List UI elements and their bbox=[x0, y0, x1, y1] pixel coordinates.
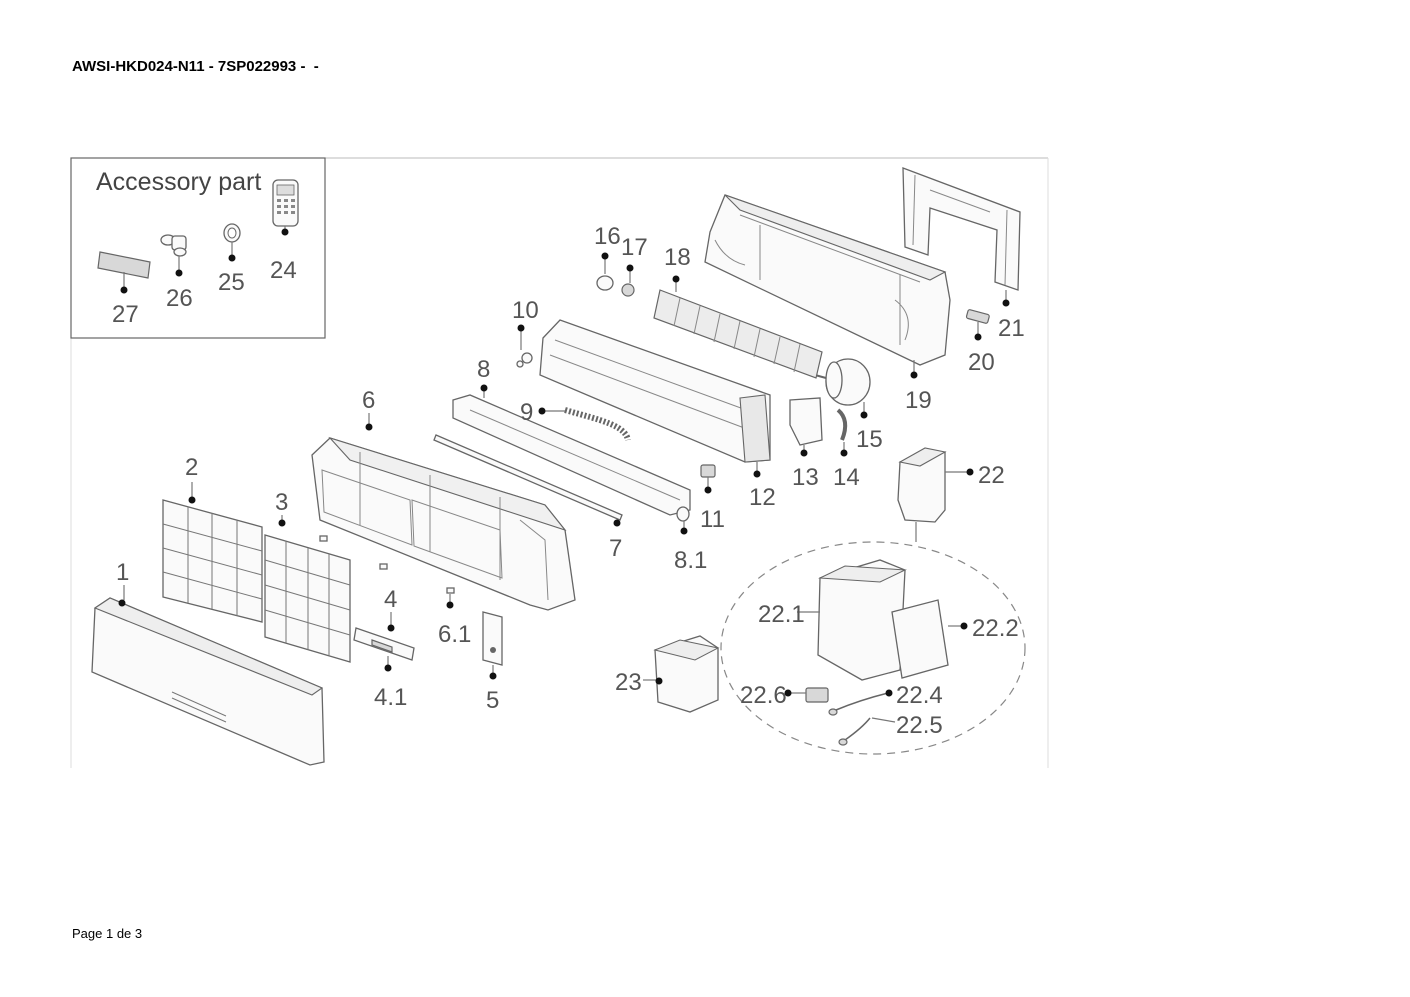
callout-2: 2 bbox=[185, 454, 198, 481]
callout-22-1: 22.1 bbox=[758, 601, 805, 628]
part-3-air-filter-right bbox=[264, 534, 351, 663]
callout-20: 20 bbox=[968, 349, 995, 376]
part-22-electric-box bbox=[897, 447, 947, 523]
callout-25: 25 bbox=[218, 269, 245, 296]
part-15-fan-motor bbox=[814, 358, 871, 406]
document-title: AWSI-HKD024-N11 - 7SP022993 - - bbox=[72, 58, 319, 75]
part-8-drain-pan bbox=[452, 394, 691, 516]
callout-6-1: 6.1 bbox=[438, 621, 471, 648]
callout-3: 3 bbox=[275, 489, 288, 516]
part-10-fitting bbox=[516, 352, 533, 368]
callout-17: 17 bbox=[621, 234, 648, 261]
accessory-part-title: Accessory part bbox=[96, 168, 261, 196]
callout-22: 22 bbox=[978, 462, 1005, 489]
callout-16: 16 bbox=[594, 223, 621, 250]
callout-14: 14 bbox=[833, 464, 860, 491]
callout-22-6: 22.6 bbox=[740, 682, 787, 709]
part-6-front-frame bbox=[311, 436, 576, 611]
part-22-4-22-5-sensors bbox=[828, 692, 889, 746]
part-2-air-filter-left bbox=[162, 499, 263, 623]
part-22-2-insulation-sheet bbox=[891, 599, 949, 679]
callout-9: 9 bbox=[520, 399, 533, 426]
callout-18: 18 bbox=[664, 244, 691, 271]
callout-11: 11 bbox=[700, 506, 725, 533]
callout-8-1: 8.1 bbox=[674, 547, 707, 574]
part-22-6-terminal-block bbox=[805, 687, 829, 703]
accessory-part-box: Accessory part 27 26 25 bbox=[70, 157, 326, 339]
detail-callout-ellipse bbox=[720, 541, 1026, 755]
part-17-bearing bbox=[621, 283, 635, 297]
callout-19: 19 bbox=[905, 387, 932, 414]
part-19-base-chassis bbox=[704, 194, 951, 366]
callout-12: 12 bbox=[749, 484, 776, 511]
callout-15: 15 bbox=[856, 426, 883, 453]
part-13-motor-bracket bbox=[789, 397, 823, 446]
callout-22-5: 22.5 bbox=[896, 712, 943, 739]
page-number: Page 1 de 3 bbox=[72, 926, 143, 941]
part-8-1-drain-plug bbox=[676, 506, 690, 522]
part-4-display-board bbox=[353, 627, 415, 661]
part-1-front-panel bbox=[91, 597, 325, 766]
callout-23: 23 bbox=[615, 669, 642, 696]
callout-22-2: 22.2 bbox=[972, 615, 1019, 642]
small-clips bbox=[319, 535, 455, 594]
callout-22-4: 22.4 bbox=[896, 682, 943, 709]
part-14-clamp bbox=[836, 408, 848, 441]
part-11-clip bbox=[700, 464, 716, 478]
part-26-drain-connector bbox=[160, 234, 187, 257]
part-7-bottom-bar bbox=[433, 434, 623, 521]
part-18-cross-flow-fan bbox=[653, 289, 823, 379]
callout-1: 1 bbox=[116, 559, 129, 586]
callout-4: 4 bbox=[384, 586, 397, 613]
part-5-label-card bbox=[482, 611, 503, 666]
part-23-electric-box-cover bbox=[653, 635, 720, 713]
part-24-remote-control bbox=[272, 179, 299, 227]
part-25-ring bbox=[223, 223, 241, 243]
part-12-evaporator bbox=[539, 319, 771, 463]
callout-8: 8 bbox=[477, 356, 490, 383]
part-16-bearing-holder bbox=[596, 275, 614, 291]
part-22-1-box-cover bbox=[817, 559, 907, 681]
callout-13: 13 bbox=[792, 464, 819, 491]
part-9-drain-hose bbox=[564, 407, 631, 442]
callout-26: 26 bbox=[166, 285, 193, 312]
callout-24: 24 bbox=[270, 257, 297, 284]
callout-6: 6 bbox=[362, 387, 375, 414]
callout-4-1: 4.1 bbox=[374, 684, 407, 711]
callout-27: 27 bbox=[112, 301, 139, 328]
callout-21: 21 bbox=[998, 315, 1025, 342]
part-20-connector bbox=[965, 309, 990, 324]
callout-7: 7 bbox=[609, 535, 622, 562]
callout-5: 5 bbox=[486, 687, 499, 714]
part-21-mounting-plate bbox=[902, 167, 1021, 291]
part-27-filter-strip bbox=[97, 251, 151, 279]
callout-10: 10 bbox=[512, 297, 539, 324]
